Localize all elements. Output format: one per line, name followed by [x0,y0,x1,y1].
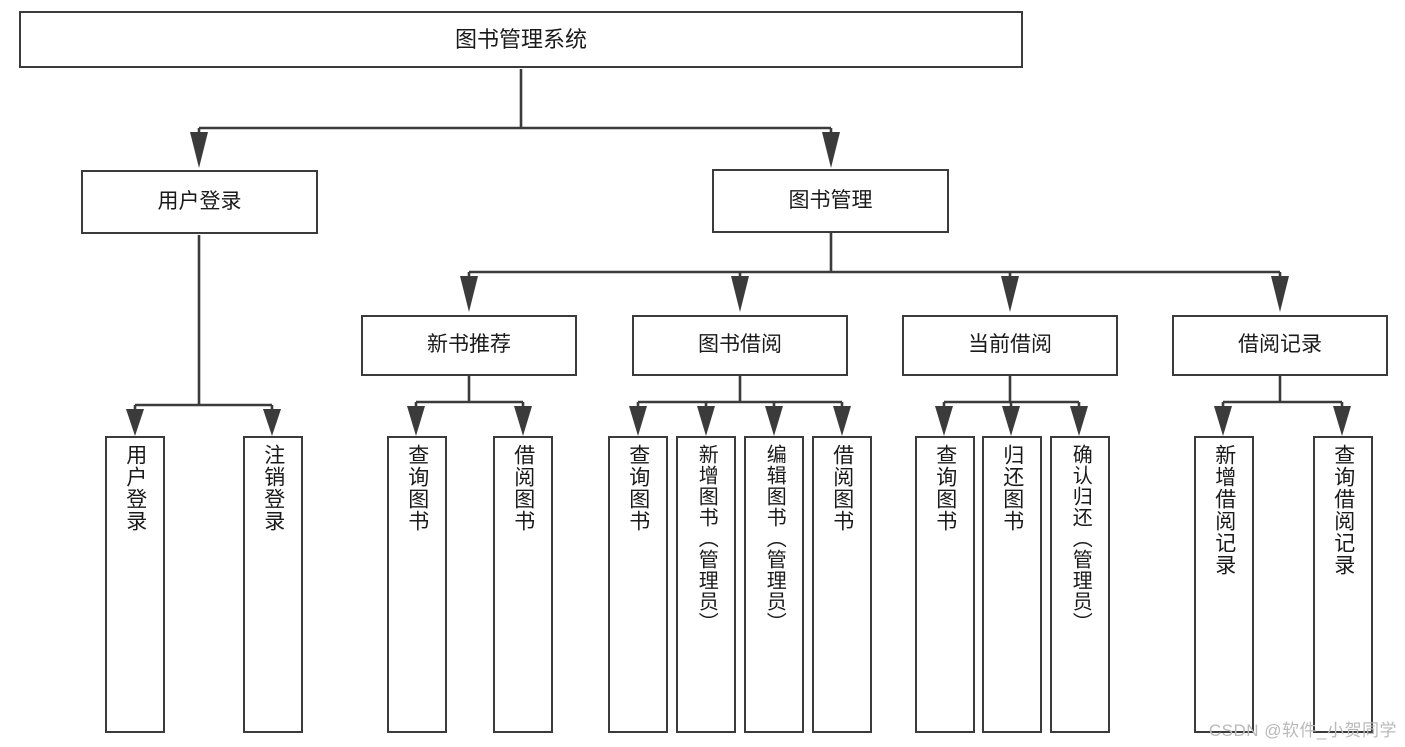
node-leaf-borrow-book-1[interactable]: 借阅图书 [493,436,553,733]
node-leaf-query-book-1-label: 查询图书 [405,444,429,532]
node-leaf-user-logout[interactable]: 注销登录 [243,436,303,733]
node-leaf-query-book-3[interactable]: 查询图书 [915,436,975,733]
node-leaf-edit-book-label: 编辑图书（管理员） [763,444,786,633]
node-leaf-borrow-book-2-label: 借阅图书 [830,444,854,532]
node-leaf-query-book-2-label: 查询图书 [626,444,650,532]
node-leaf-borrow-book-1-label: 借阅图书 [511,444,535,532]
node-current-borrow-label: 当前借阅 [968,333,1052,357]
node-leaf-edit-book[interactable]: 编辑图书（管理员） [744,436,804,733]
node-leaf-borrow-book-2[interactable]: 借阅图书 [812,436,872,733]
node-book-borrow-label: 图书借阅 [698,333,782,357]
node-leaf-return-book[interactable]: 归还图书 [982,436,1042,733]
node-leaf-query-record-label: 查询借阅记录 [1331,444,1355,576]
node-root[interactable]: 图书管理系统 [19,11,1023,68]
watermark: CSDN @软件_小贺同学 [1208,721,1397,740]
node-root-label: 图书管理系统 [454,26,587,52]
node-leaf-query-book-1[interactable]: 查询图书 [387,436,447,733]
node-leaf-user-login-label: 用户登录 [123,444,147,532]
node-leaf-add-book[interactable]: 新增图书（管理员） [676,436,736,733]
node-leaf-query-book-2[interactable]: 查询图书 [608,436,668,733]
node-user-login-label: 用户登录 [157,189,242,213]
node-leaf-query-record[interactable]: 查询借阅记录 [1313,436,1373,733]
node-new-book-recommend-label: 新书推荐 [427,333,511,357]
node-current-borrow[interactable]: 当前借阅 [902,315,1118,376]
node-leaf-add-record[interactable]: 新增借阅记录 [1194,436,1254,733]
node-leaf-user-login[interactable]: 用户登录 [105,436,165,733]
node-book-manage-label: 图书管理 [788,188,873,212]
node-leaf-add-record-label: 新增借阅记录 [1212,444,1236,576]
node-book-borrow[interactable]: 图书借阅 [632,315,848,376]
node-new-book-recommend[interactable]: 新书推荐 [361,315,577,376]
node-leaf-confirm-return[interactable]: 确认归还（管理员） [1050,436,1110,733]
node-book-manage[interactable]: 图书管理 [712,169,949,233]
node-leaf-user-logout-label: 注销登录 [261,444,285,532]
node-borrow-record-label: 借阅记录 [1238,333,1322,357]
node-leaf-query-book-3-label: 查询图书 [933,444,957,532]
node-leaf-add-book-label: 新增图书（管理员） [695,444,718,633]
node-user-login[interactable]: 用户登录 [81,170,318,234]
node-borrow-record[interactable]: 借阅记录 [1172,315,1388,376]
node-leaf-return-book-label: 归还图书 [1000,444,1024,532]
node-leaf-confirm-return-label: 确认归还（管理员） [1069,444,1092,633]
